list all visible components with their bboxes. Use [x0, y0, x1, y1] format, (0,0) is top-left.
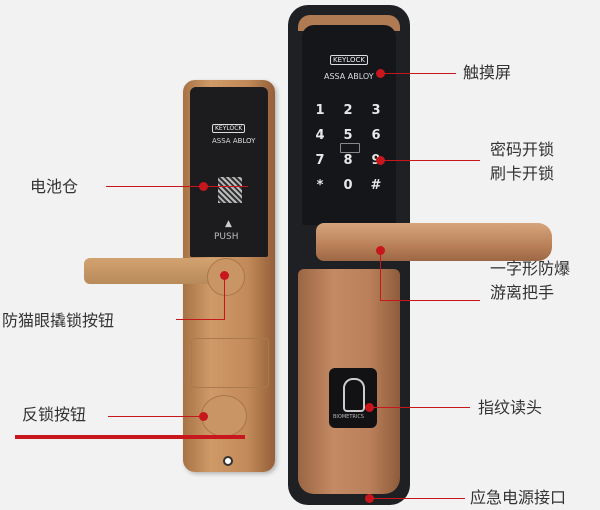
key-0[interactable]: 0: [343, 178, 353, 193]
key-3[interactable]: 3: [371, 103, 381, 118]
leader-line: [380, 250, 381, 301]
small-lock-screen: KEYLOCK ASSA ABLOY ▲ PUSH: [190, 87, 268, 257]
brand-text: ASSA ABLOY: [212, 137, 256, 145]
fingerprint-reader[interactable]: BIOMETRICS: [329, 368, 377, 428]
keylock-logo: KEYLOCK: [330, 55, 368, 65]
label-touchscreen: 触摸屏: [463, 63, 512, 82]
key-4[interactable]: 4: [315, 128, 325, 143]
key-7[interactable]: 7: [315, 153, 325, 168]
label-handle-line1: 一字形防爆: [490, 259, 571, 278]
main-lock-handle: [316, 223, 552, 261]
push-label: PUSH: [214, 232, 239, 242]
key-hash[interactable]: #: [370, 178, 382, 193]
deadlock-knob[interactable]: [201, 395, 247, 437]
label-anti-peephole-button: 防猫眼撬锁按钮: [2, 311, 115, 330]
card-icon: [340, 143, 360, 153]
biometrics-text: BIOMETRICS: [333, 414, 364, 420]
leader-line: [108, 416, 204, 417]
label-card-unlock: 刷卡开锁: [490, 164, 555, 183]
battery-cover: [191, 338, 269, 388]
label-emergency-power-port: 应急电源接口: [470, 488, 567, 507]
label-battery: 电池仓: [30, 177, 79, 196]
callout-dot: [199, 412, 208, 421]
key-6[interactable]: 6: [371, 128, 381, 143]
small-lock-panel: KEYLOCK ASSA ABLOY ▲ PUSH: [183, 80, 275, 472]
label-fingerprint-reader: 指纹读头: [478, 398, 543, 417]
key-8[interactable]: 8: [343, 153, 353, 168]
callout-dot: [220, 271, 229, 280]
callout-dot: [199, 182, 208, 191]
leader-line: [380, 300, 480, 301]
keylock-logo: KEYLOCK: [212, 124, 246, 133]
key-star[interactable]: *: [316, 178, 324, 193]
touchscreen[interactable]: KEYLOCK ASSA ABLOY 1 2 3 4 5 6 7 8 9 * 0…: [302, 25, 396, 225]
leader-line: [380, 160, 480, 161]
key-2[interactable]: 2: [343, 103, 353, 118]
highlight-underline: [15, 435, 245, 439]
key-5[interactable]: 5: [343, 128, 353, 143]
label-password-unlock: 密码开锁: [490, 140, 555, 159]
leader-line: [106, 186, 248, 187]
key-1[interactable]: 1: [315, 103, 325, 118]
leader-line: [380, 73, 456, 74]
leader-line: [369, 498, 465, 499]
keyhole: [223, 456, 233, 466]
label-deadlock-button: 反锁按钮: [22, 405, 87, 424]
brand-text: ASSA ABLOY: [324, 72, 374, 81]
label-handle-line2: 游离把手: [490, 283, 555, 302]
leader-line: [369, 407, 470, 408]
leader-line: [176, 319, 225, 320]
leader-line: [224, 276, 225, 320]
fingerprint-icon: [343, 378, 365, 412]
qr-code: [218, 177, 242, 203]
key-9[interactable]: 9: [366, 153, 386, 168]
up-arrow-icon: ▲: [225, 219, 232, 229]
